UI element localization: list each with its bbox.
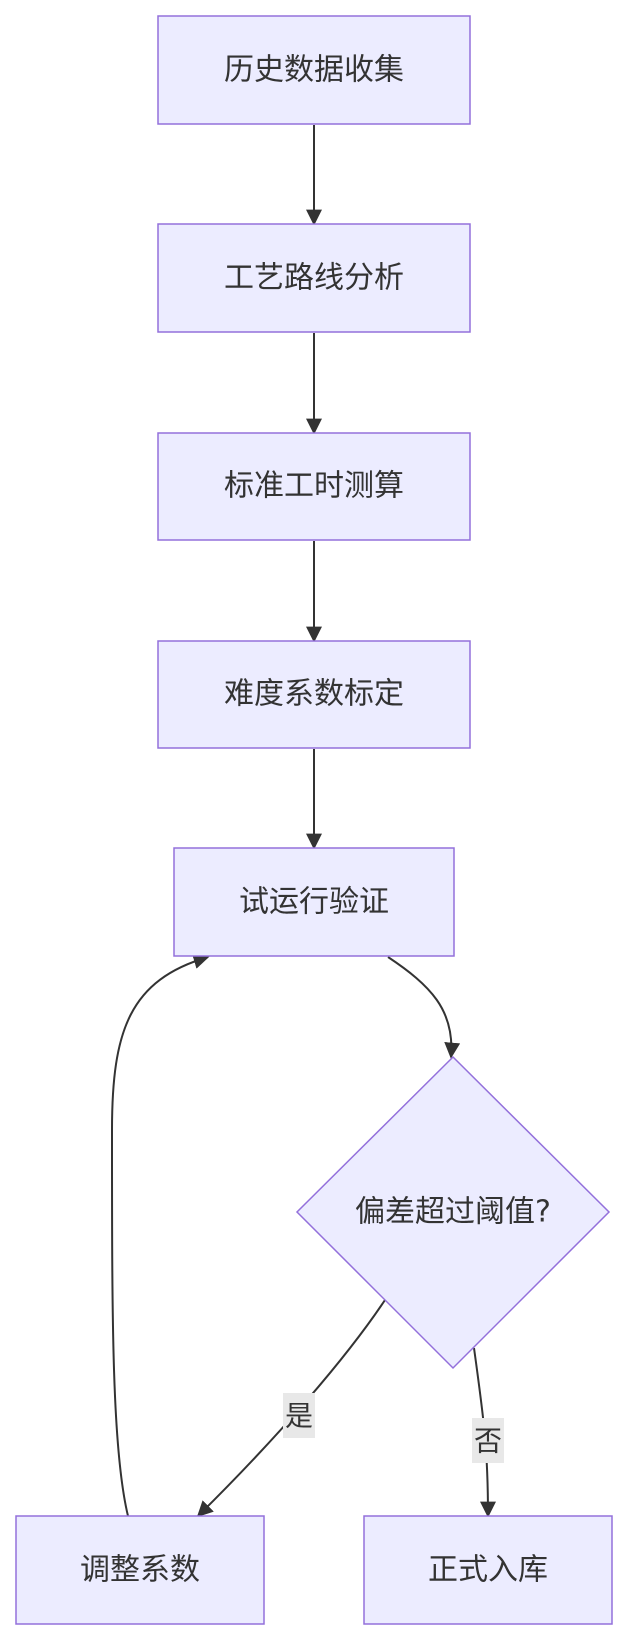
node-trial: 试运行验证 [173,847,455,957]
node-decision: 偏差超过阈值? [295,1055,611,1370]
edge-label-yes: 是 [283,1393,315,1438]
edge-label-no: 否 [472,1418,504,1463]
node-route: 工艺路线分析 [157,223,471,333]
node-route-label: 工艺路线分析 [224,261,404,296]
node-adjust: 调整系数 [15,1515,265,1625]
node-release: 正式入库 [363,1515,613,1625]
node-difficulty-label: 难度系数标定 [224,677,404,712]
edge-label-no-text: 否 [474,1425,502,1458]
node-measure-label: 标准工时测算 [224,469,404,504]
node-trial-label: 试运行验证 [239,885,389,920]
edge-trial-to-decision [387,956,461,1059]
edge-adjust-to-trial [110,953,210,1517]
node-measure: 标准工时测算 [157,432,471,541]
node-difficulty: 难度系数标定 [157,640,471,749]
node-collect: 历史数据收集 [157,15,471,125]
node-decision-label: 偏差超过阈值? [355,1195,551,1230]
edge-label-yes-text: 是 [285,1400,313,1433]
node-adjust-label: 调整系数 [80,1553,200,1588]
node-collect-label: 历史数据收集 [224,53,404,88]
node-release-label: 正式入库 [428,1553,548,1588]
